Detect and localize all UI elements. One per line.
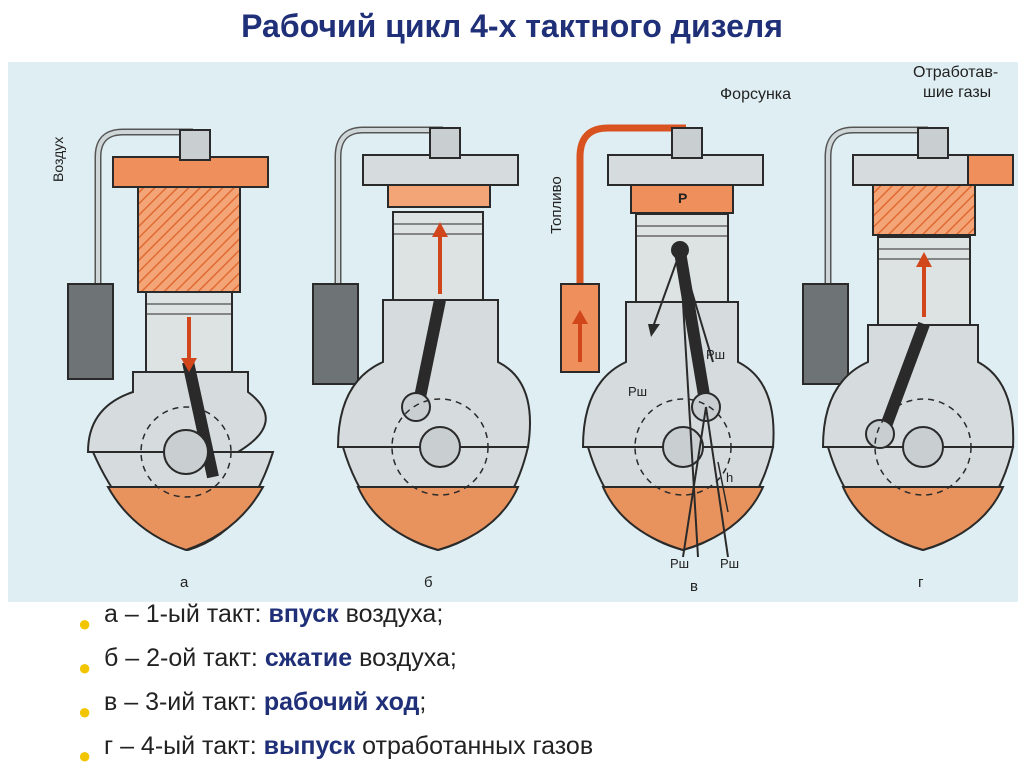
stroke-name: выпуск: [264, 732, 356, 760]
arm-label: h: [726, 470, 733, 485]
pressure-label: P: [678, 190, 687, 206]
force-label-4: Рш: [720, 556, 739, 571]
engine-d-exhaust: [803, 128, 1013, 550]
stroke-name: впуск: [268, 600, 338, 628]
fuel-pump-d: [803, 284, 848, 384]
list-item: ● в – 3-ий такт: рабочий ход;: [84, 680, 1014, 724]
stroke-letter-b: б: [424, 574, 433, 591]
air-label: Воздух: [50, 137, 66, 182]
exhaust-gas: [873, 185, 975, 235]
oil-sump-c: [603, 487, 763, 550]
force-label-3: Рш: [670, 556, 689, 571]
list-item: ● б – 2-ой такт: сжатие воздуха;: [84, 636, 1014, 680]
stroke-suffix: отработанных газов: [362, 732, 593, 760]
stroke-suffix: ;: [419, 688, 426, 716]
stroke-name: сжатие: [265, 644, 352, 672]
stroke-prefix: б – 2-ой такт:: [104, 644, 258, 672]
stroke-letter-g: г: [918, 574, 923, 591]
injector-label: Форсунка: [720, 86, 791, 104]
list-item: ● г – 4-ый такт: выпуск отработанных газ…: [84, 724, 1014, 768]
cylinder-head-b: [363, 155, 518, 185]
cylinder-head-a: [113, 157, 268, 187]
exhaust-label-line2: шие газы: [923, 84, 991, 102]
fuel-pump-a: [68, 284, 113, 379]
injector: [672, 128, 702, 158]
fuel-label: Топливо: [548, 176, 565, 234]
fuel-pump-b: [313, 284, 358, 384]
stroke-name: рабочий ход: [264, 688, 420, 716]
stroke-list: ● а – 1-ый такт: впуск воздуха; ● б – 2-…: [84, 592, 1014, 768]
cylinder-head-c: [608, 155, 763, 185]
exhaust-port: [968, 155, 1013, 185]
list-item: ● а – 1-ый такт: впуск воздуха;: [84, 592, 1014, 636]
engine-a-intake: [68, 130, 273, 550]
stroke-prefix: а – 1-ый такт:: [104, 600, 262, 628]
stroke-suffix: воздуха;: [359, 644, 457, 672]
bullet-icon: ●: [78, 734, 91, 778]
exhaust-label-line1: Отработав-: [913, 64, 998, 82]
engine-c-power: [561, 128, 774, 557]
engine-illustrations: [8, 62, 1018, 602]
stroke-letter-a: а: [180, 574, 188, 591]
oil-sump-b: [358, 487, 518, 550]
air-charge-b: [388, 185, 490, 207]
stroke-prefix: г – 4-ый такт:: [104, 732, 257, 760]
page-title: Рабочий цикл 4-х тактного дизеля: [0, 8, 1024, 45]
engine-b-compression: [313, 128, 530, 550]
force-label-2: Рш: [706, 347, 725, 362]
oil-sump-d: [843, 487, 1003, 550]
air-charge-a: [138, 187, 240, 292]
force-label-1: Рш: [628, 384, 647, 399]
stroke-suffix: воздуха;: [346, 600, 444, 628]
diesel-cycle-diagram: Воздух Топливо Форсунка Отработав- шие г…: [8, 62, 1018, 602]
stroke-prefix: в – 3-ий такт:: [104, 688, 257, 716]
